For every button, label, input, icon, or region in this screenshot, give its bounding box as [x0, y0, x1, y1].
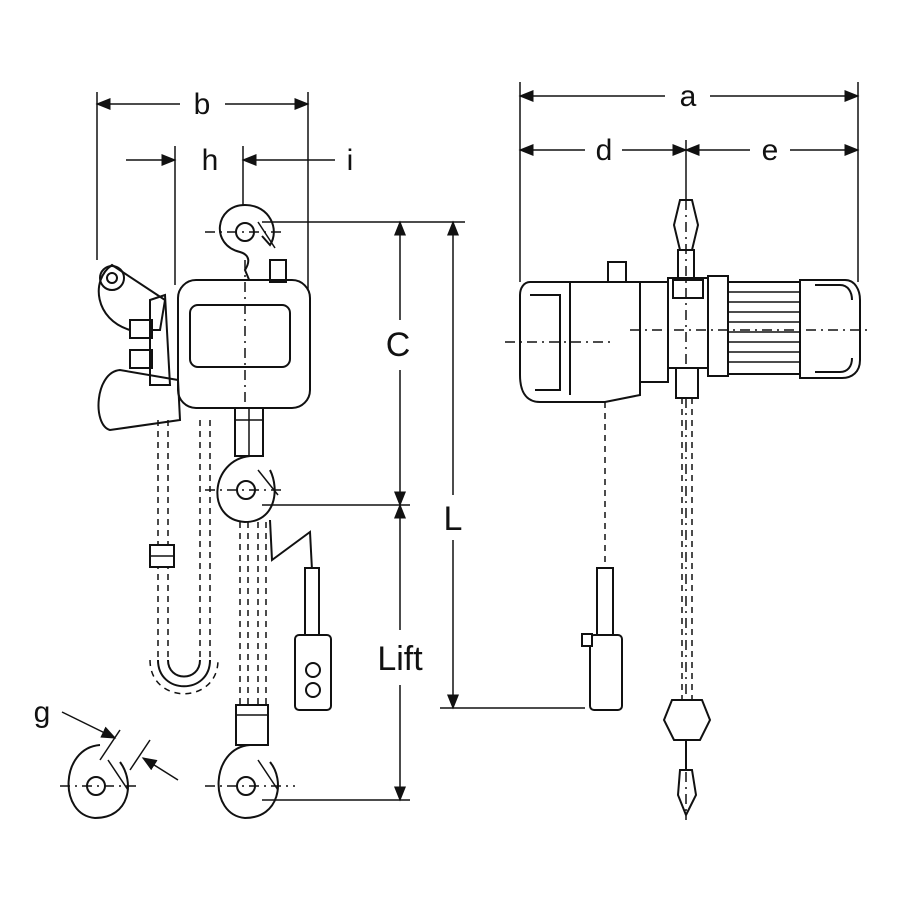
chain-bag-bracket — [97, 263, 182, 432]
hook-detail-g: g — [34, 696, 179, 820]
label-a: a — [680, 80, 697, 113]
pendant-switch — [269, 519, 332, 711]
side-view: b h i — [34, 88, 585, 820]
load-chain-lower — [235, 522, 269, 746]
label-c: C — [386, 326, 411, 364]
label-lift: Lift — [377, 640, 423, 678]
dimension-b: b — [95, 88, 310, 121]
label-g: g — [34, 696, 51, 729]
front-view: a d e — [505, 80, 870, 820]
label-l: L — [444, 500, 463, 538]
label-h: h — [202, 144, 219, 177]
dimension-h: h — [126, 144, 218, 177]
bottom-hook — [205, 744, 295, 820]
pendant-front — [581, 402, 623, 711]
label-i: i — [347, 144, 354, 177]
dimension-i: i — [241, 144, 354, 177]
hoist-body-side — [177, 259, 311, 420]
load-chain-upper — [234, 407, 264, 457]
chain-slack-loop — [149, 420, 219, 695]
chain-front — [662, 367, 712, 818]
label-b: b — [194, 88, 211, 121]
dimension-c: C — [386, 220, 411, 507]
motor — [707, 275, 861, 379]
dimension-e: e — [684, 134, 860, 167]
dimension-d: d — [518, 134, 688, 167]
dimension-lift: Lift — [377, 503, 423, 802]
label-d: d — [596, 134, 613, 167]
dimension-l: L — [440, 220, 585, 710]
top-hook — [205, 204, 285, 283]
label-e: e — [762, 134, 779, 167]
dimension-a: a — [518, 80, 860, 113]
middle-hook — [205, 455, 285, 524]
